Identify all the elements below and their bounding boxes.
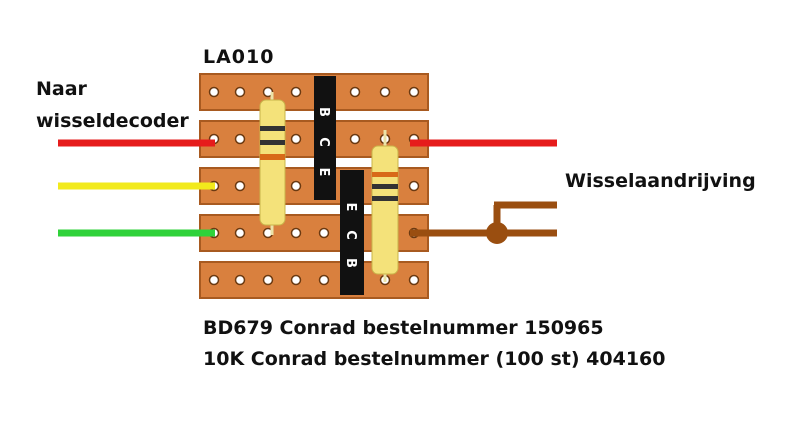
strip-hole <box>408 86 420 98</box>
resistor-1-band-3 <box>260 154 285 160</box>
label-wisselaandrijving: Wisselaandrijving <box>565 170 756 192</box>
strip-hole <box>234 274 246 286</box>
strip-hole <box>234 133 246 145</box>
transistor-1-pin-3: E <box>316 168 331 177</box>
strip-hole <box>290 180 302 192</box>
strip-hole <box>349 133 361 145</box>
strip-hole <box>234 227 246 239</box>
label-naar: Naar <box>36 78 87 100</box>
strip-hole <box>208 274 220 286</box>
strip-hole <box>262 274 274 286</box>
wire-brown-junction <box>486 222 508 244</box>
transistor-1-pin-1: B <box>316 107 331 117</box>
resistor-1 <box>259 92 286 235</box>
resistor-2-band-2 <box>372 184 398 189</box>
strip-hole <box>349 86 361 98</box>
label-wisseldecoder: wisseldecoder <box>36 110 189 132</box>
note-transistor-order: BD679 Conrad bestelnummer 150965 <box>203 317 604 339</box>
board-title: LA010 <box>203 46 275 68</box>
strip-hole <box>234 86 246 98</box>
strip-hole <box>234 180 246 192</box>
strip-hole <box>379 86 391 98</box>
strip-hole <box>318 274 330 286</box>
strip-hole <box>208 86 220 98</box>
strip-hole <box>290 133 302 145</box>
resistor-1-band-2 <box>260 140 285 145</box>
strip-hole <box>408 180 420 192</box>
transistor-2-pin-3: B <box>343 258 358 268</box>
resistor-2-band-3 <box>372 196 398 201</box>
resistor-2 <box>371 130 399 282</box>
transistor-1-pin-2: C <box>316 137 331 147</box>
transistor-2-pin-1: E <box>343 203 358 212</box>
resistor-1-band-1 <box>260 126 285 131</box>
resistor-2-band-1 <box>372 172 398 177</box>
strip-hole <box>290 227 302 239</box>
transistor-1: B C E <box>314 76 336 200</box>
strip-hole <box>318 227 330 239</box>
transistor-2: E C B <box>340 170 364 295</box>
strip-hole <box>290 274 302 286</box>
strip-hole <box>408 274 420 286</box>
note-resistor-order: 10K Conrad bestelnummer (100 st) 404160 <box>203 348 666 370</box>
transistor-2-pin-2: C <box>343 230 358 240</box>
strip-hole <box>290 86 302 98</box>
